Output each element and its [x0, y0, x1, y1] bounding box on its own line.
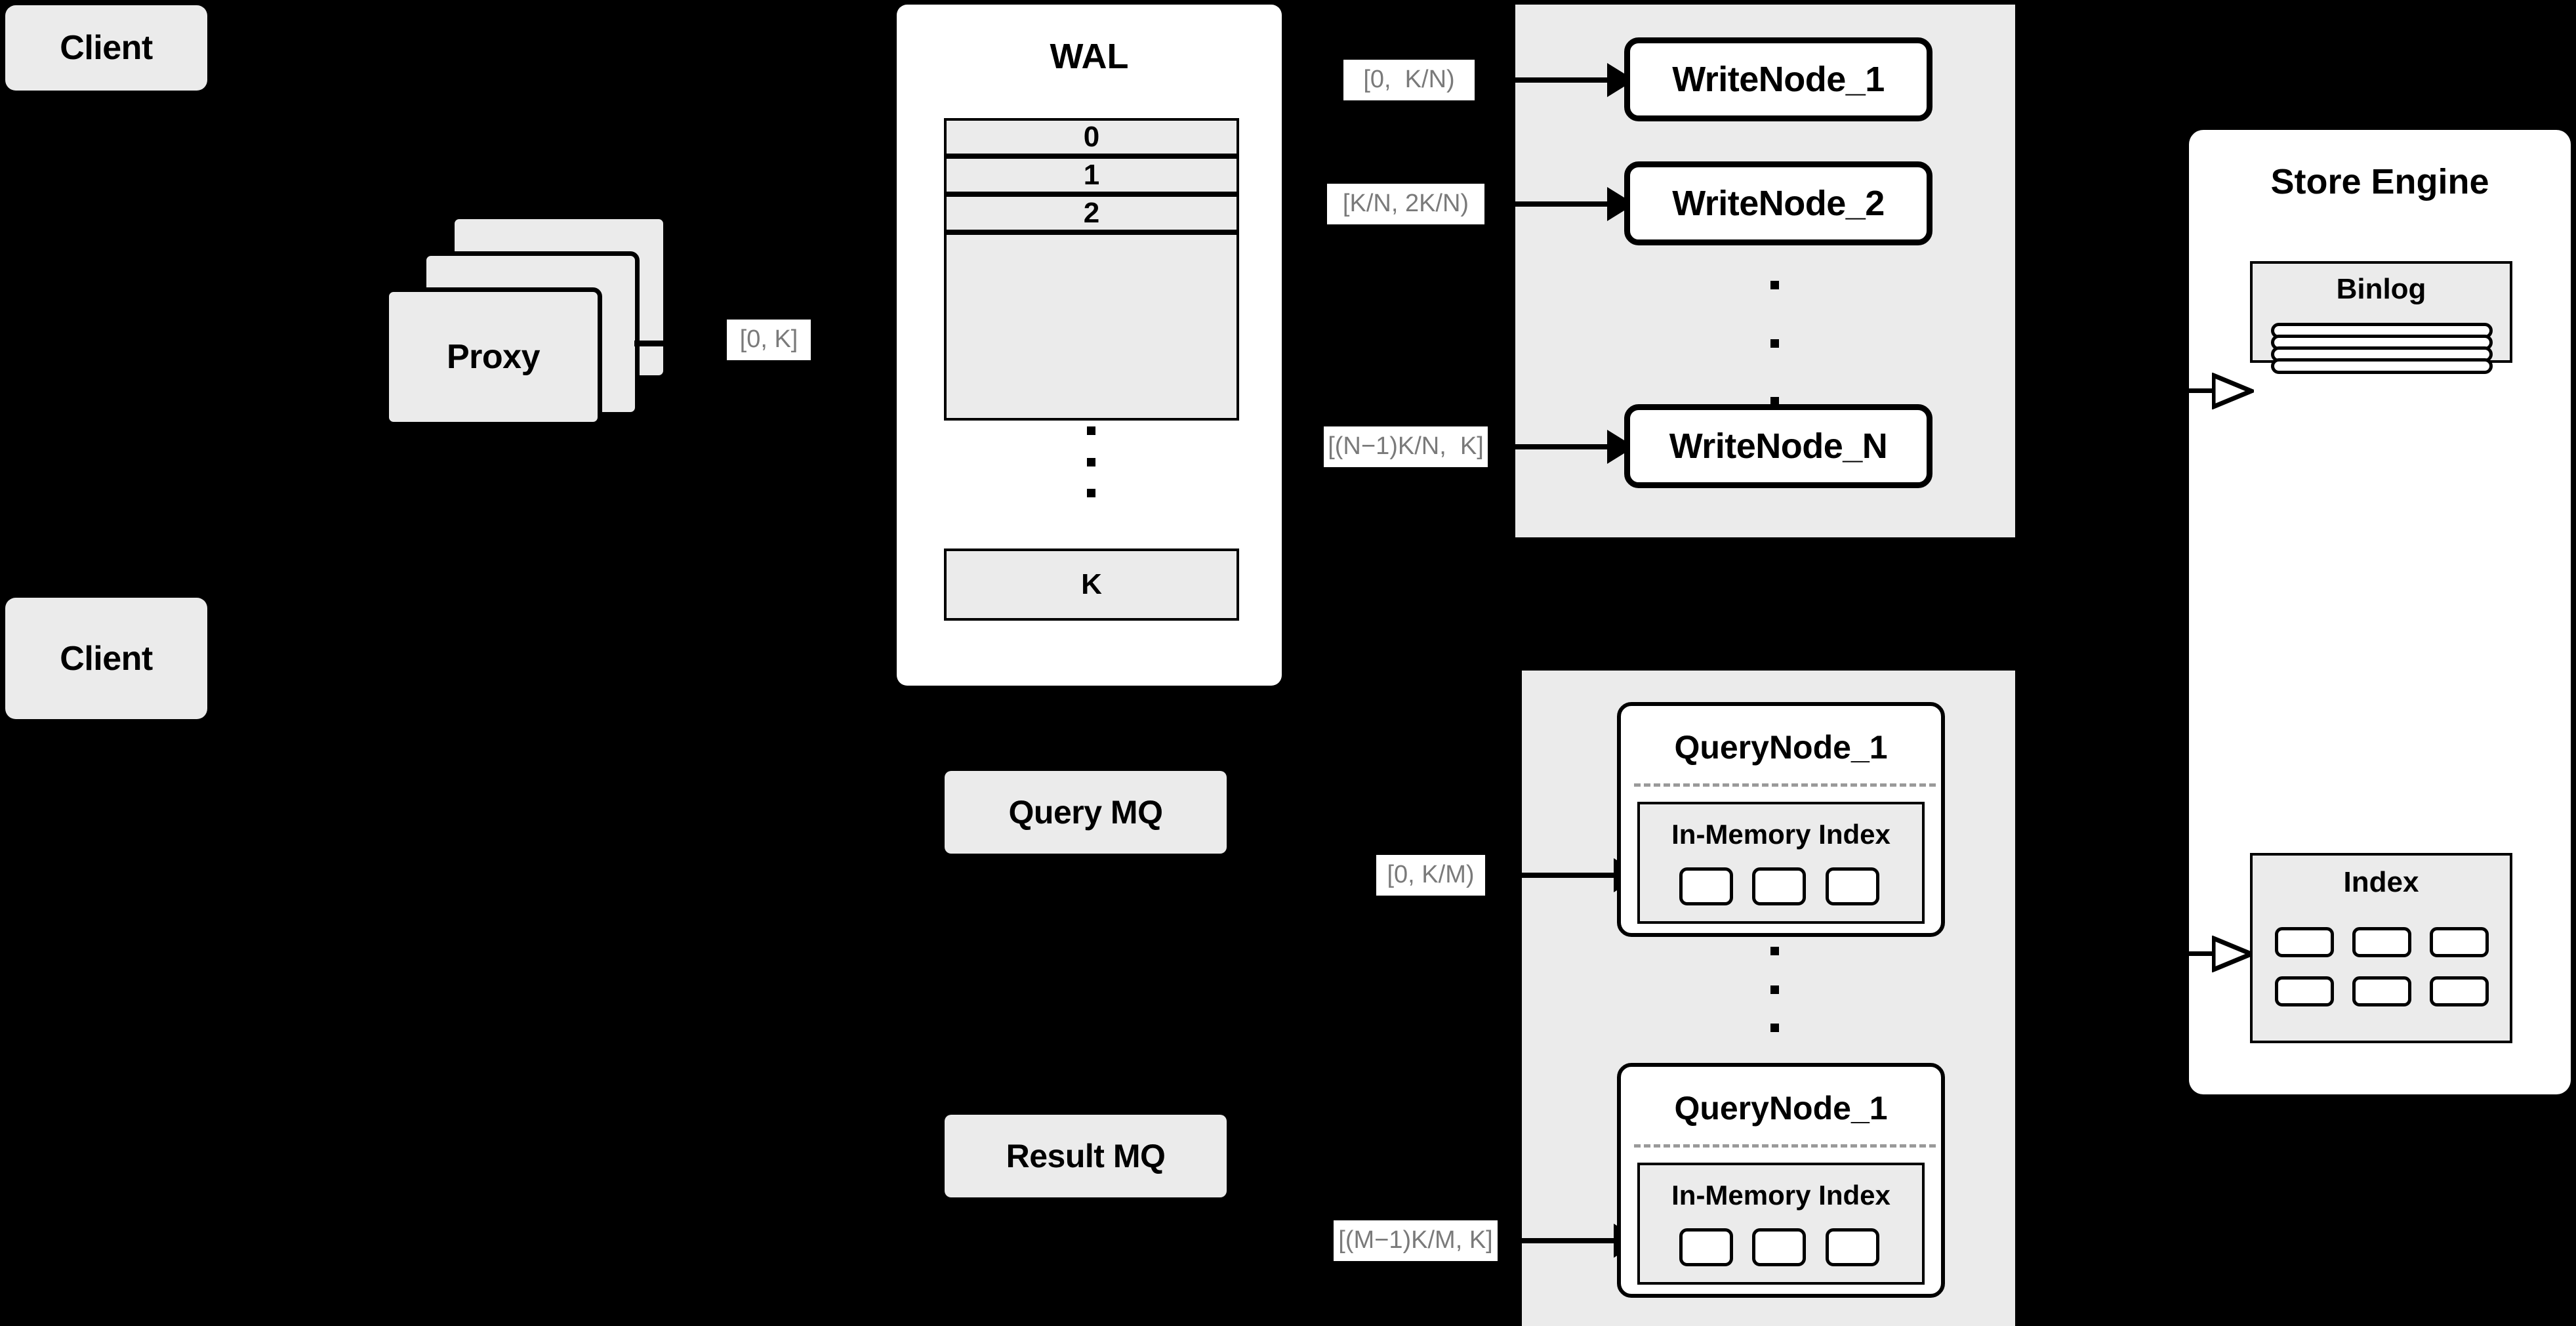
store-index-cell [2352, 976, 2411, 1006]
range-label-querynode-1: [0, K/M) [1376, 855, 1485, 896]
wal-row-2: 2 [944, 194, 1239, 232]
write-node-1[interactable]: WriteNode_1 [1624, 37, 1932, 121]
result-mq-label: Result MQ [1006, 1138, 1166, 1174]
proxy-card-front[interactable]: Proxy [384, 287, 602, 426]
query-node-separator [1634, 783, 1936, 787]
store-index-title: Index [2343, 866, 2419, 898]
range-label-writenode-n: [(N−1)K/N, K] [1324, 426, 1488, 467]
client-box-2[interactable]: Client [5, 598, 207, 719]
arrow-line-querynode-m [1522, 1238, 1620, 1243]
query-mq-label: Query MQ [1008, 794, 1163, 831]
proxy-label: Proxy [446, 338, 541, 376]
wal-row-K: K [944, 549, 1239, 621]
arrow-head-index [2212, 936, 2254, 972]
in-memory-index-title: In-Memory Index [1671, 819, 1891, 850]
in-memory-index-cell [1826, 1228, 1879, 1266]
query-node-label: QueryNode_1 [1674, 1090, 1888, 1127]
arrow-line-querynode-1 [1522, 873, 1620, 878]
wal-row-0: 0 [944, 118, 1239, 156]
range-label-writenode-2: [K/N, 2K/N) [1327, 184, 1484, 224]
write-node-label: WriteNode_2 [1672, 184, 1885, 223]
arrow-line-writenode-2 [1515, 201, 1614, 207]
range-label-querynode-m: [(M−1)K/M, K] [1334, 1220, 1498, 1261]
query-mq-box[interactable]: Query MQ [945, 771, 1227, 854]
wal-title: WAL [1050, 37, 1129, 76]
arrow-line-writenode-1 [1515, 77, 1614, 83]
store-index-cell [2430, 927, 2489, 957]
write-node-label: WriteNode_1 [1672, 60, 1885, 99]
client-label: Client [60, 639, 153, 678]
in-memory-index-cell [1752, 1228, 1806, 1266]
binlog-title: Binlog [2336, 273, 2426, 305]
store-index-cell [2275, 976, 2334, 1006]
arrow-line-writenode-n [1515, 444, 1614, 449]
store-index-cell [2352, 927, 2411, 957]
arrow-line-index [2176, 951, 2219, 956]
write-node-n[interactable]: WriteNode_N [1624, 404, 1932, 488]
in-memory-index-cell [1826, 867, 1879, 905]
range-label-writenode-1: [0, K/N) [1343, 60, 1475, 100]
binlog-bar [2271, 358, 2493, 374]
wal-row-ellipsis [944, 232, 1239, 421]
in-memory-index-1: In-Memory Index [1637, 802, 1925, 924]
result-mq-box[interactable]: Result MQ [945, 1115, 1227, 1197]
query-node-label: QueryNode_1 [1674, 729, 1888, 766]
store-engine-title: Store Engine [2270, 162, 2489, 201]
client-box-1[interactable]: Client [5, 5, 207, 91]
arrow-head-binlog [2212, 373, 2254, 409]
arrow-line-binlog [2176, 388, 2219, 393]
in-memory-index-2: In-Memory Index [1637, 1163, 1925, 1285]
in-memory-index-title: In-Memory Index [1671, 1180, 1891, 1211]
query-node-separator [1634, 1144, 1936, 1148]
write-node-label: WriteNode_N [1669, 426, 1888, 466]
proxy-connector-stub [634, 341, 671, 346]
write-cluster-ellipsis-dots [1770, 281, 1779, 405]
wal-row-1: 1 [944, 156, 1239, 194]
query-cluster-ellipsis-dots [1770, 947, 1779, 1032]
in-memory-index-cell [1752, 867, 1806, 905]
store-index-cell [2430, 976, 2489, 1006]
wal-ellipsis-dots [1087, 426, 1095, 497]
client-label: Client [60, 29, 153, 67]
write-node-2[interactable]: WriteNode_2 [1624, 161, 1932, 245]
in-memory-index-cell [1679, 867, 1733, 905]
store-index-cell [2275, 927, 2334, 957]
range-label-proxy-to-wal: [0, K] [727, 320, 811, 360]
in-memory-index-cell [1679, 1228, 1733, 1266]
